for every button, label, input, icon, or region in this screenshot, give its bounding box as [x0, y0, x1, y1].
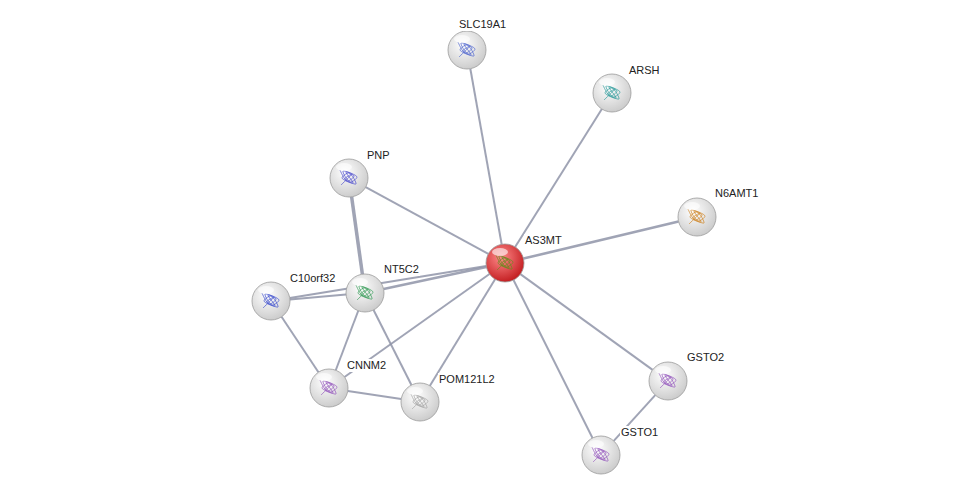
interaction-line — [523, 221, 678, 258]
node-sphere — [447, 30, 487, 70]
node-label: GSTO2 — [686, 351, 725, 364]
protein-node: ARSH — [592, 73, 632, 113]
sphere-body — [310, 369, 348, 407]
node-label: GSTO1 — [620, 426, 659, 439]
sphere-highlight — [492, 248, 508, 256]
sphere-highlight — [258, 286, 274, 294]
protein-node: POM121L2 — [400, 382, 440, 422]
sphere-highlight — [316, 373, 332, 381]
protein-node: N6AMT1 — [677, 197, 717, 237]
sphere-highlight — [655, 366, 671, 374]
sphere-body — [649, 362, 687, 400]
node-sphere — [648, 361, 688, 401]
protein-node: AS3MT — [485, 243, 525, 283]
structure-icon — [496, 255, 513, 270]
interaction-line — [282, 317, 319, 372]
interaction-line — [513, 280, 592, 438]
protein-node: GSTO2 — [648, 361, 688, 401]
interaction-line — [470, 69, 501, 245]
protein-node: NT5C2 — [345, 273, 385, 313]
node-sphere — [581, 435, 621, 475]
protein-node: C10orf32 — [251, 281, 291, 321]
node-label: C10orf32 — [289, 272, 336, 285]
node-label: CNNM2 — [346, 359, 387, 372]
sphere-highlight — [684, 202, 700, 210]
sphere-body — [330, 159, 368, 197]
interaction-line — [430, 279, 495, 386]
protein-node: GSTO1 — [581, 435, 621, 475]
sphere-body — [401, 383, 439, 421]
node-sphere — [485, 243, 525, 283]
structure-icon — [320, 380, 337, 395]
node-sphere — [329, 158, 369, 198]
protein-node: PNP — [329, 158, 369, 198]
sphere-body — [593, 74, 631, 112]
structure-icon — [592, 447, 609, 462]
interaction-line — [348, 391, 401, 399]
sphere-body — [448, 31, 486, 69]
structure-icon — [411, 394, 428, 409]
interaction-line — [352, 197, 363, 274]
structure-icon — [458, 42, 475, 57]
node-label: NT5C2 — [383, 263, 420, 276]
node-sphere — [677, 197, 717, 237]
protein-node: SLC19A1 — [447, 30, 487, 70]
node-label: N6AMT1 — [714, 187, 759, 200]
node-label: AS3MT — [524, 234, 563, 247]
structure-icon — [356, 285, 373, 300]
interaction-line — [374, 310, 412, 385]
sphere-highlight — [588, 440, 604, 448]
node-sphere — [592, 73, 632, 113]
sphere-highlight — [407, 387, 423, 395]
sphere-body — [252, 282, 290, 320]
interaction-line — [520, 274, 652, 370]
interaction-line — [515, 109, 602, 247]
sphere-body — [486, 244, 524, 282]
node-label: PNP — [366, 149, 391, 162]
node-label: POM121L2 — [438, 373, 496, 386]
sphere-body — [678, 198, 716, 236]
node-label: ARSH — [628, 64, 661, 77]
sphere-highlight — [599, 78, 615, 86]
sphere-highlight — [336, 163, 352, 171]
node-sphere — [251, 281, 291, 321]
node-label: SLC19A1 — [458, 18, 507, 31]
structure-icon — [262, 293, 279, 308]
structure-icon — [340, 170, 357, 185]
protein-node: CNNM2 — [309, 368, 349, 408]
sphere-highlight — [454, 35, 470, 43]
node-sphere — [400, 382, 440, 422]
structure-icon — [688, 209, 705, 224]
node-sphere — [345, 273, 385, 313]
node-sphere — [309, 368, 349, 408]
sphere-highlight — [352, 278, 368, 286]
sphere-body — [582, 436, 620, 474]
interaction-line — [366, 187, 489, 254]
structure-icon — [659, 373, 676, 388]
interaction-line — [290, 295, 346, 300]
structure-icon — [603, 85, 620, 100]
sphere-body — [346, 274, 384, 312]
